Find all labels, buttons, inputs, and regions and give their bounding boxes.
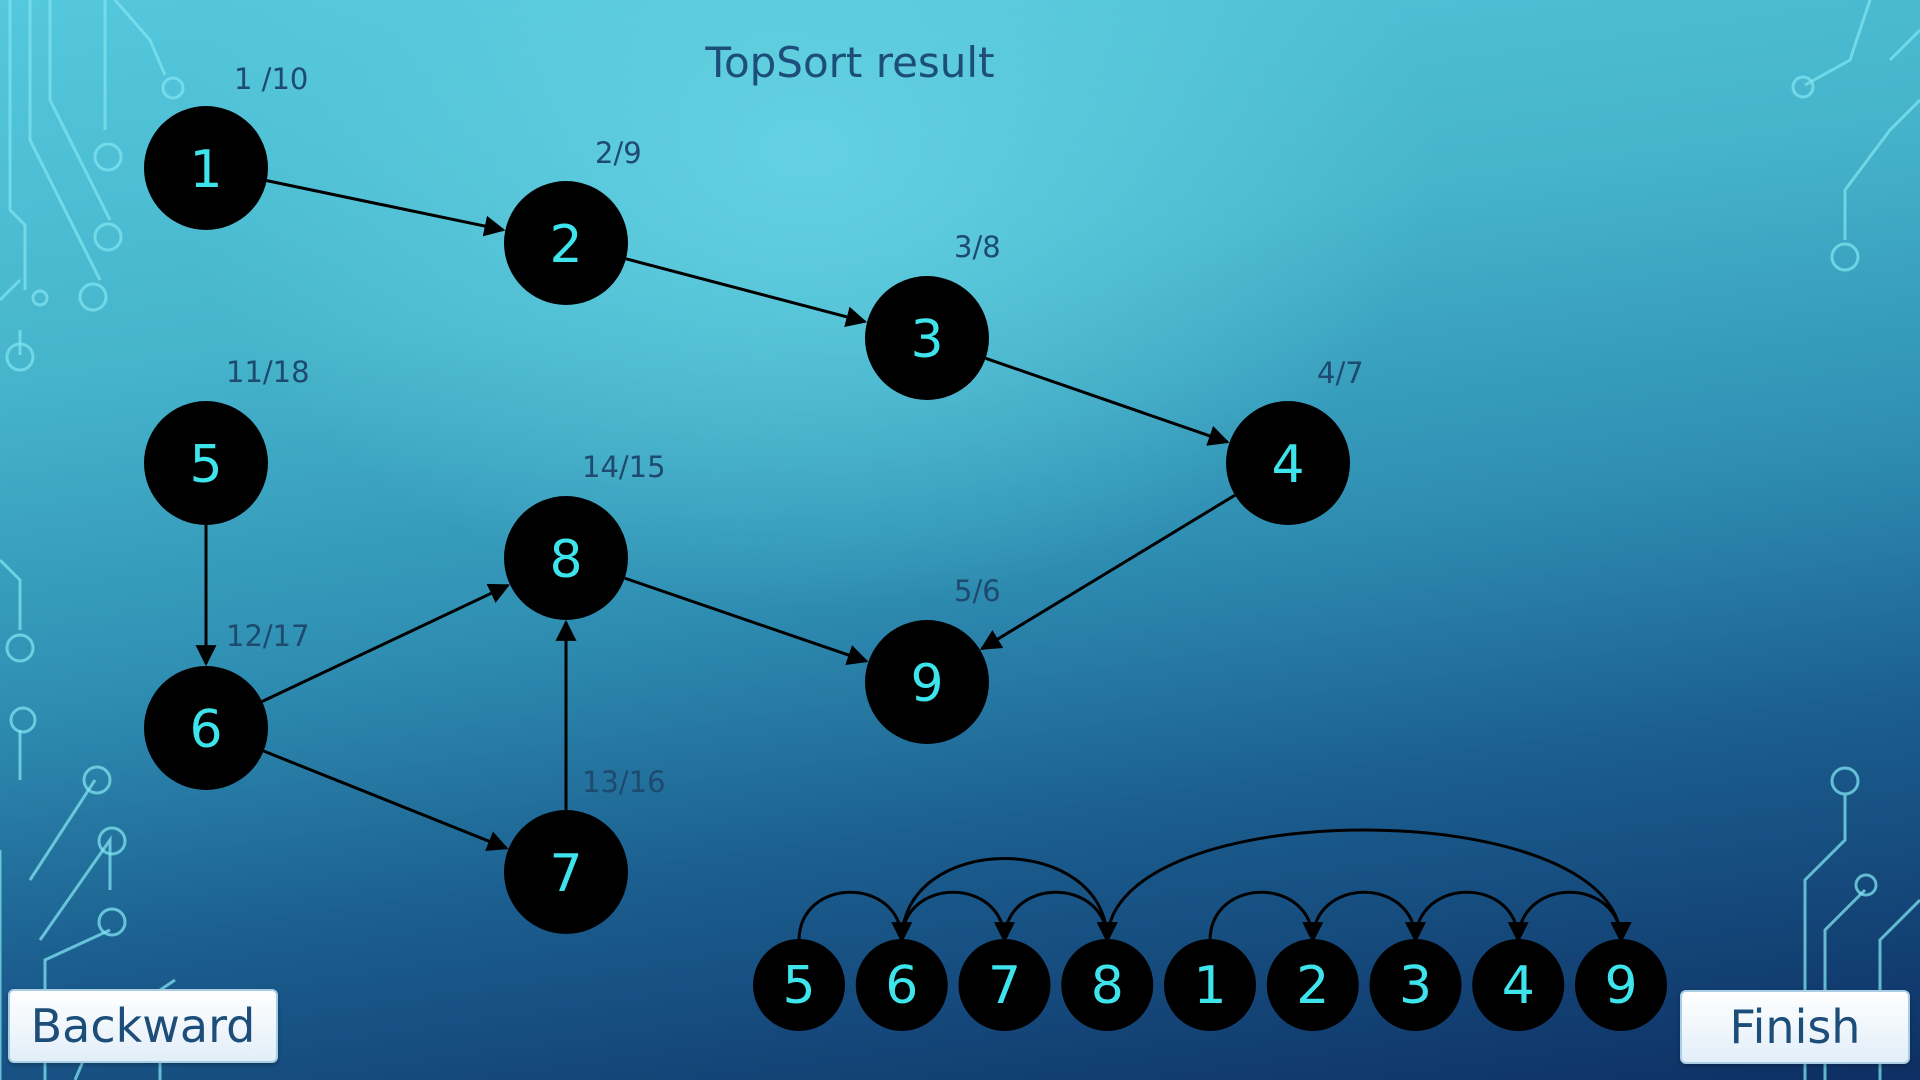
order-node-circle bbox=[1164, 939, 1256, 1031]
order-node-3: 3 bbox=[1369, 939, 1462, 1031]
order-arc-2-3 bbox=[1311, 890, 1426, 944]
order-node-circle bbox=[1472, 939, 1565, 1031]
topsort-order-row: 5 6 7 8 1 2 3 4 9 bbox=[753, 939, 1667, 1031]
order-arc-6-7 bbox=[900, 890, 1015, 944]
order-node-circle bbox=[855, 939, 948, 1031]
node-label: 5 bbox=[189, 435, 222, 495]
order-node-label: 1 bbox=[1193, 956, 1226, 1016]
order-node-label: 6 bbox=[885, 956, 918, 1016]
node-time-label: 5/6 bbox=[954, 574, 1001, 608]
node-time-label: 4/7 bbox=[1317, 356, 1364, 390]
edge-2-3 bbox=[625, 257, 868, 328]
node-1: 1 1 /10 bbox=[144, 62, 308, 230]
node-circle bbox=[144, 106, 268, 230]
backward-button[interactable]: Backward bbox=[8, 989, 278, 1063]
order-arc-6-8 bbox=[900, 857, 1118, 944]
order-node-label: 2 bbox=[1296, 956, 1329, 1016]
order-node-label: 5 bbox=[782, 956, 815, 1016]
page-title: TopSort result bbox=[705, 38, 995, 87]
edge-8-9 bbox=[624, 576, 869, 665]
node-label: 2 bbox=[549, 215, 582, 275]
node-label: 6 bbox=[189, 700, 222, 760]
node-circle bbox=[504, 181, 628, 305]
order-node-circle bbox=[1061, 939, 1154, 1031]
node-2: 2 2/9 bbox=[504, 136, 642, 305]
node-circle bbox=[144, 401, 268, 525]
node-circle bbox=[144, 666, 268, 790]
node-time-label: 13/16 bbox=[582, 765, 666, 799]
order-node-9: 9 bbox=[1575, 939, 1667, 1031]
node-9: 9 5/6 bbox=[865, 574, 1001, 744]
node-time-label: 14/15 bbox=[582, 450, 666, 484]
node-circle bbox=[504, 496, 628, 620]
edge-4-9 bbox=[979, 493, 1236, 651]
edge-6-8 bbox=[261, 583, 511, 703]
node-7: 7 13/16 bbox=[504, 765, 666, 934]
order-node-label: 9 bbox=[1604, 956, 1637, 1016]
node-label: 1 bbox=[189, 140, 222, 200]
order-arc-8-9 bbox=[1105, 828, 1632, 944]
order-node-8: 8 bbox=[1061, 939, 1154, 1031]
node-circle bbox=[504, 810, 628, 934]
order-node-7: 7 bbox=[958, 939, 1051, 1031]
node-label: 7 bbox=[549, 844, 582, 904]
order-arc-7-8 bbox=[1003, 890, 1118, 944]
order-node-label: 4 bbox=[1502, 956, 1535, 1016]
node-6: 6 12/17 bbox=[144, 619, 310, 790]
order-arc-5-6 bbox=[797, 890, 913, 944]
topsort-order-arcs bbox=[797, 828, 1632, 944]
order-node-circle bbox=[1369, 939, 1462, 1031]
node-8: 8 14/15 bbox=[504, 450, 666, 620]
order-node-label: 8 bbox=[1091, 956, 1124, 1016]
node-circle bbox=[865, 276, 989, 400]
order-node-1: 1 bbox=[1164, 939, 1256, 1031]
order-node-circle bbox=[1575, 939, 1667, 1031]
node-3: 3 3/8 bbox=[865, 230, 1001, 400]
node-time-label: 11/18 bbox=[226, 355, 310, 389]
graph-nodes: 1 1 /10 2 2/9 3 3/8 4 4/7 5 11/18 6 12/17 7 13/16 8 14/… bbox=[144, 62, 1364, 934]
node-label: 8 bbox=[549, 530, 582, 590]
node-label: 9 bbox=[910, 654, 943, 714]
edge-1-2 bbox=[266, 179, 506, 237]
edge-3-4 bbox=[985, 356, 1230, 446]
order-node-circle bbox=[1266, 939, 1359, 1031]
order-node-5: 5 bbox=[753, 939, 845, 1031]
order-arc-1-2 bbox=[1208, 890, 1324, 944]
order-node-label: 3 bbox=[1399, 956, 1432, 1016]
node-time-label: 1 /10 bbox=[234, 62, 308, 96]
node-label: 4 bbox=[1271, 435, 1304, 495]
node-5: 5 11/18 bbox=[144, 355, 310, 525]
node-circle bbox=[1226, 401, 1350, 525]
node-time-label: 3/8 bbox=[954, 230, 1001, 264]
order-node-label: 7 bbox=[988, 956, 1021, 1016]
finish-button[interactable]: Finish bbox=[1680, 990, 1910, 1064]
node-circle bbox=[865, 620, 989, 744]
node-time-label: 12/17 bbox=[226, 619, 310, 653]
node-label: 3 bbox=[910, 310, 943, 370]
order-node-4: 4 bbox=[1472, 939, 1565, 1031]
edge-6-7 bbox=[263, 749, 509, 851]
node-4: 4 4/7 bbox=[1226, 356, 1364, 525]
node-time-label: 2/9 bbox=[595, 136, 642, 170]
order-node-6: 6 bbox=[855, 939, 948, 1031]
order-node-2: 2 bbox=[1266, 939, 1359, 1031]
graph-edges bbox=[195, 179, 1236, 851]
order-node-circle bbox=[753, 939, 845, 1031]
order-node-circle bbox=[958, 939, 1051, 1031]
order-arc-3-4 bbox=[1414, 890, 1529, 944]
